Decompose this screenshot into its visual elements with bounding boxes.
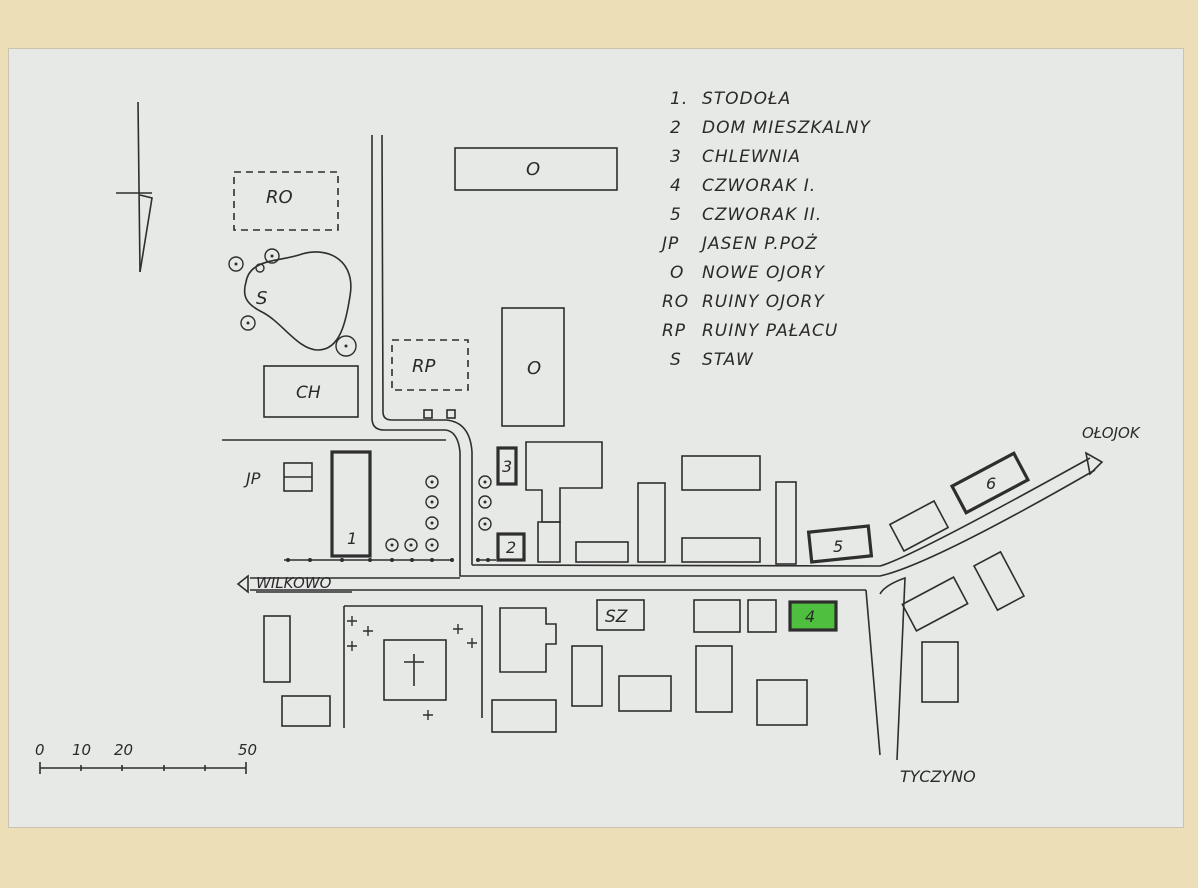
arrow-olobok-icon: [1084, 451, 1104, 476]
label-building-6: 6: [986, 474, 996, 493]
legend-key-1: 1.: [670, 89, 688, 109]
legend-key-9: RP: [662, 321, 686, 341]
legend-key-8: RO: [662, 292, 689, 312]
label-rp: RP: [412, 356, 436, 377]
label-s: S: [256, 288, 267, 309]
map-sheet: [8, 48, 1184, 828]
building-1-barn: [330, 450, 372, 558]
building-3-piggery: [496, 446, 518, 486]
fence: [284, 558, 496, 562]
scale-tick-20: 20: [114, 741, 133, 759]
building-5: [806, 524, 874, 564]
label-building-5: 5: [833, 537, 843, 556]
north-arrow-icon: [116, 101, 153, 273]
label-ro: RO: [266, 187, 293, 208]
label-building-2: 2: [506, 538, 516, 557]
label-building-1: 1: [347, 529, 357, 548]
school-sz: [596, 599, 645, 631]
building-2-house: [496, 532, 526, 562]
building-4-highlighted: [788, 600, 838, 632]
legend-text-5: CZWORAK II.: [702, 205, 822, 225]
buildings: [263, 147, 1026, 733]
legend-key-5: 5: [670, 205, 682, 225]
legend-text-8: RUINY OJORY: [702, 292, 825, 312]
legend-text-1: STODOŁA: [702, 89, 791, 109]
building-6: [949, 451, 1031, 515]
label-jp: JP: [243, 469, 261, 488]
label-o-mid: O: [527, 358, 541, 379]
scale-bar: 0 10 20 50: [35, 741, 257, 774]
scale-tick-0: 0: [35, 741, 45, 759]
label-ch: CH: [296, 383, 321, 403]
piggery-ch: [263, 365, 359, 418]
scale-tick-50: 50: [238, 741, 257, 759]
legend-key-7: O: [670, 263, 684, 283]
label-sz: SZ: [605, 607, 628, 627]
place-olobok: OŁOJOK: [1082, 424, 1141, 442]
label-building-4: 4: [805, 607, 815, 626]
scale-tick-10: 10: [72, 741, 91, 759]
legend-key-10: S: [670, 350, 682, 370]
legend-key-3: 3: [670, 147, 682, 167]
legend-text-2: DOM MIESZKALNY: [702, 118, 871, 138]
legend: 1. STODOŁA 2 DOM MIESZKALNY 3 CHLEWNIA 4…: [659, 89, 871, 370]
trees: [228, 248, 492, 552]
ruins-barn-ro: [233, 171, 339, 231]
cemetery-crosses: [347, 616, 477, 720]
legend-text-4: CZWORAK I.: [702, 176, 816, 196]
legend-key-2: 2: [670, 118, 682, 138]
legend-key-6: JP: [659, 234, 679, 254]
church: [383, 639, 447, 701]
label-o-top: O: [526, 159, 540, 180]
legend-key-4: 4: [670, 176, 682, 196]
roads: [222, 134, 1096, 761]
legend-text-10: STAW: [702, 350, 754, 370]
legend-text-9: RUINY PAŁACU: [702, 321, 838, 341]
legend-text-7: NOWE OJORY: [702, 263, 826, 283]
place-tyczyno: TYCZYNO: [900, 767, 976, 786]
pond: [243, 251, 352, 351]
label-building-3: 3: [502, 457, 512, 476]
place-wilkowo: WILKOWO: [256, 574, 332, 592]
legend-text-6: JASEN P.POŻ: [699, 233, 818, 254]
ruins-palace-rp: [391, 339, 469, 391]
arrow-wilkowo-icon: [236, 574, 249, 594]
legend-text-3: CHLEWNIA: [702, 147, 801, 167]
new-barn-mid: [501, 307, 565, 427]
new-barn-top: [454, 147, 618, 191]
